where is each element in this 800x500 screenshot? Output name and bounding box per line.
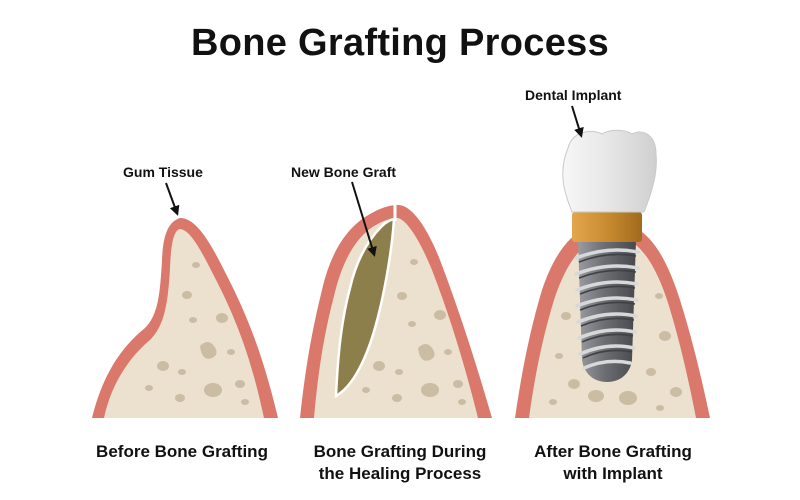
bone-before [104, 229, 264, 418]
bone-texture-before [145, 262, 249, 405]
bone-texture-after [549, 293, 682, 411]
gum-tissue-arrow [165, 182, 180, 216]
implant-threads [574, 248, 640, 370]
dental-implant-arrow [571, 105, 584, 138]
caption-after-line-1: After Bone Grafting [534, 442, 692, 461]
implant-crown [562, 129, 657, 213]
panel-before [92, 218, 278, 418]
dental-implant-label: Dental Implant [525, 87, 622, 103]
new-bone-graft-label: New Bone Graft [291, 164, 397, 180]
new-bone-graft-arrow [351, 181, 377, 257]
gum-tissue-label: Gum Tissue [123, 164, 203, 180]
caption-during: Bone Grafting During the Healing Process [270, 441, 530, 485]
dental-implant [562, 129, 657, 382]
caption-during-line-1: Bone Grafting During [313, 442, 487, 461]
bone-texture-during [362, 259, 466, 405]
caption-after-line-2: with Implant [563, 464, 663, 483]
panel-during [300, 203, 492, 418]
diagram-title: Bone Grafting Process [190, 22, 610, 64]
panel-after [515, 129, 710, 418]
caption-before: Before Bone Grafting [52, 441, 312, 463]
new-bone-graft [334, 217, 396, 399]
caption-during-line-2: the Healing Process [318, 464, 482, 483]
caption-after: After Bone Grafting with Implant [483, 441, 743, 485]
implant-abutment [572, 212, 642, 242]
caption-before-line-1: Before Bone Grafting [96, 442, 268, 461]
